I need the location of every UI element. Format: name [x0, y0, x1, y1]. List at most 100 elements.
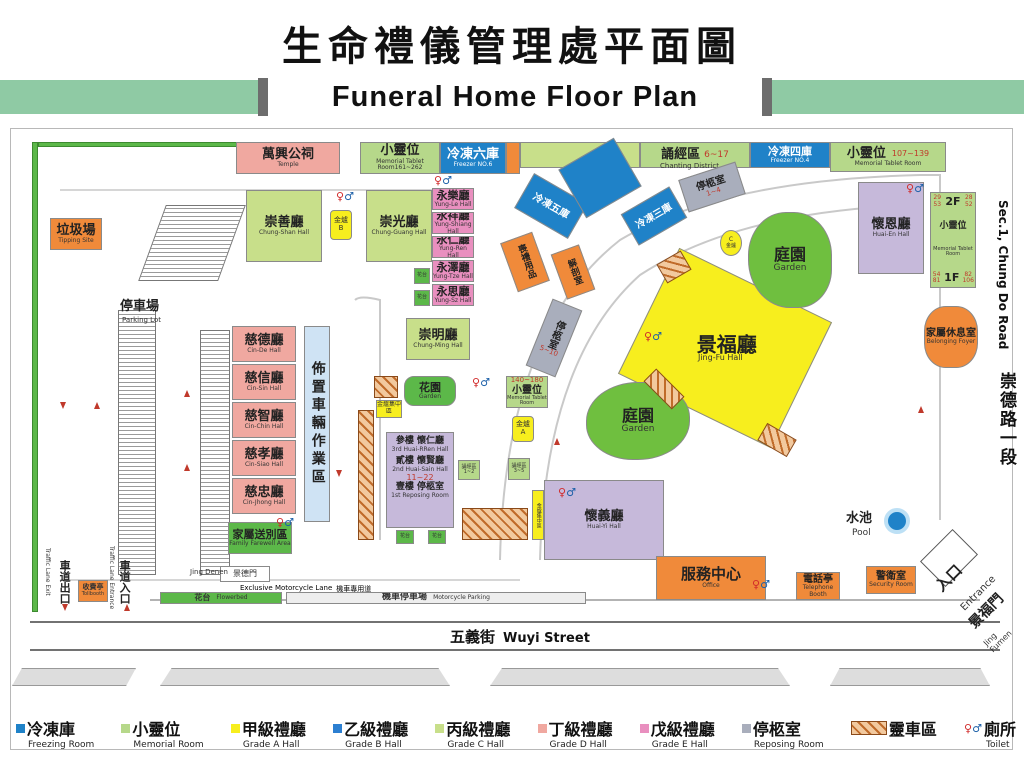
tipping-site: 垃圾場 Tipping Site [50, 218, 102, 250]
pool [884, 508, 910, 534]
parking-stalls-left [118, 310, 156, 575]
toilet-icon: ♀♂ [964, 721, 982, 735]
chanting-en: Chanting District [660, 162, 719, 170]
toilet-icon: ♀♂ [644, 330, 662, 343]
arrow-icon [184, 390, 190, 397]
hearse-bay [374, 376, 398, 398]
chung-shan-hall: 崇善廳 Chung-Shan Hall [246, 190, 322, 262]
paper-burner-b: 金爐 B [330, 210, 352, 240]
parking-lot-label-en: Parking Lot [122, 316, 161, 324]
flower-bed-3: 花台 [396, 530, 414, 544]
toilet-icon: ♀♂ [558, 486, 576, 499]
toilet-icon: ♀♂ [276, 516, 294, 529]
toilet-icon: ♀♂ [336, 190, 354, 203]
toilet-icon: ♀♂ [752, 578, 770, 591]
jing-de-gate: 景德門 [220, 566, 270, 582]
parking-stalls-right [200, 330, 230, 575]
legend-hearse: 靈車區 [850, 716, 937, 754]
header-band-right [772, 80, 1024, 114]
street-island [830, 668, 990, 686]
arrow-icon [554, 438, 560, 445]
chungde-road-en: Sec.1, Chung Do Road [996, 200, 1010, 350]
lane-entrance-label-en: Traffic Lane Entrance [108, 546, 115, 610]
arrow-icon [62, 604, 68, 611]
temple-label-en: Temple [277, 160, 299, 168]
flower-bed-4: 花台 [428, 530, 446, 544]
flower-bed-2: 花台 [414, 290, 430, 306]
wuyi-street: 五義街 Wuyi Street [450, 628, 590, 646]
hearse-bay [462, 508, 528, 540]
arrow-icon [336, 470, 342, 477]
temple: 萬興公祠 Temple [236, 142, 340, 174]
lane-exit-label: 車道出口 [58, 560, 72, 604]
map-frame [10, 128, 1013, 750]
arrow-icon [94, 402, 100, 409]
jing-denen-en: Jing Denen [190, 568, 228, 576]
arrow-icon [124, 604, 130, 611]
toilet-icon: ♀♂ [434, 174, 452, 187]
green-wall-left [32, 142, 38, 612]
paper-burner-collection: 金爐集中區 [376, 400, 402, 418]
pool-label: 水池 [846, 511, 873, 526]
page-subtitle: Funeral Home Floor Plan [258, 78, 772, 116]
lane-exit-label-en: Traffic Lane Exit [44, 548, 51, 596]
street-island [160, 668, 450, 686]
huai-xian-building: 參樓 懷仁廳 3rd Huai-RRen Hall 貳樓 懷賢廳 2nd Hua… [386, 432, 454, 528]
freezer-6: 冷凍六庫 Freezer NO.6 [440, 142, 506, 174]
flower-bed-1: 花台 [414, 268, 430, 284]
vehicle-decoration-area: 佈置車輛作業區 [304, 326, 330, 522]
freezer-4: 冷凍四庫 Freezer NO.4 [750, 142, 830, 168]
header-band-left [0, 80, 258, 114]
street-island [490, 668, 790, 686]
arrow-icon [60, 402, 66, 409]
lane-entrance-label: 車道入口 [118, 560, 132, 604]
chungde-road-zh: 崇德路一段 [996, 372, 1016, 467]
street-island [12, 668, 136, 686]
memorial-tablet-140-180: 140~180 小靈位 Memorial Tablet Room [506, 376, 548, 408]
chung-guang-hall: 崇光廳 Chung-Guang Hall [366, 190, 432, 262]
hearse-bay [358, 410, 374, 540]
page-title: 生命禮儀管理處平面圖 [282, 24, 742, 70]
pool-label-en: Pool [852, 528, 871, 538]
temple-label: 萬興公祠 [261, 146, 314, 162]
toilet-icon: ♀♂ [472, 376, 490, 389]
paper-burner-collection-2: 金爐集中區 [532, 490, 544, 540]
freezer-6-annex [506, 142, 520, 174]
